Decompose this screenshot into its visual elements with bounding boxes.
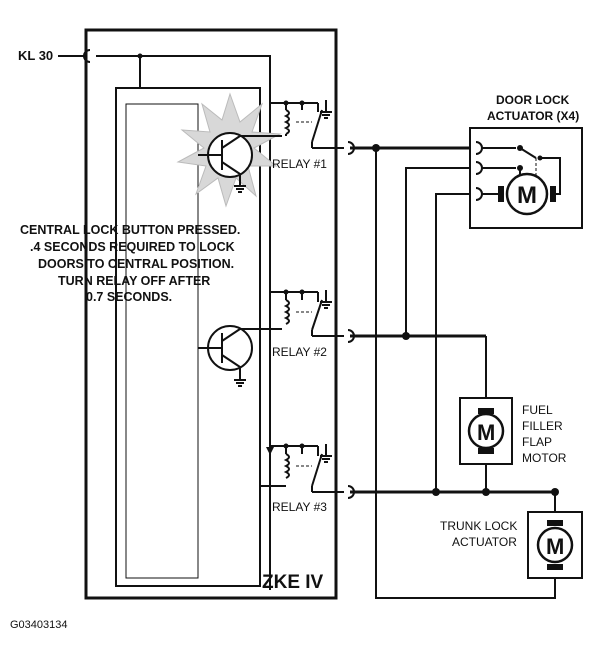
fuel-label-3: FLAP — [522, 435, 552, 449]
node-relay2 — [402, 332, 410, 340]
transistor-2 — [198, 325, 282, 387]
svg-text:M: M — [517, 182, 537, 209]
transistor-1 — [198, 132, 282, 193]
fuel-label-4: MOTOR — [522, 451, 567, 465]
note-line-1: CENTRAL LOCK BUTTON PRESSED. — [20, 223, 240, 237]
relay-2 — [270, 289, 344, 337]
door-motor-icon: M — [498, 172, 556, 216]
door-actuator-label-2: ACTUATOR (X4) — [487, 109, 579, 123]
fuel-label-1: FUEL — [522, 403, 553, 417]
zke-module-box — [84, 28, 338, 600]
note-line-3: DOORS TO CENTRAL POSITION. — [38, 257, 234, 271]
relay-1-label: RELAY #1 — [272, 157, 327, 171]
svg-text:M: M — [477, 420, 495, 445]
node-fuel-motor — [482, 488, 490, 496]
kl30-connector — [83, 49, 91, 63]
annotation-note: CENTRAL LOCK BUTTON PRESSED. .4 SECONDS … — [20, 223, 240, 304]
bus-arrow — [266, 447, 274, 455]
unlock-wire — [405, 167, 470, 336]
note-line-4: TURN RELAY OFF AFTER — [58, 274, 210, 288]
supply-node — [137, 53, 143, 59]
relay-3 — [260, 443, 344, 493]
node-relay1 — [372, 144, 380, 152]
note-line-2: .4 SECONDS REQUIRED TO LOCK — [30, 240, 235, 254]
lock-wire — [435, 193, 470, 492]
internal-supply-line — [96, 55, 271, 100]
fuel-motor-icon: M — [467, 408, 505, 454]
note-line-5: 0.7 SECONDS. — [86, 290, 172, 304]
trunk-label-2: ACTUATOR — [452, 535, 517, 549]
figure-id: G03403134 — [10, 619, 68, 631]
relay-2-label: RELAY #2 — [272, 345, 327, 359]
node-relay3 — [432, 488, 440, 496]
module-label: ZKE IV — [262, 572, 324, 593]
ground-return-wire — [375, 148, 556, 599]
trunk-label-1: TRUNK LOCK — [440, 519, 517, 533]
node-trunk — [551, 488, 559, 496]
svg-text:M: M — [546, 534, 564, 559]
controller-outer-box — [115, 87, 261, 587]
door-actuator-label-1: DOOR LOCK — [496, 93, 570, 107]
controller-inner-box — [125, 103, 199, 579]
kl30-label: KL 30 — [18, 48, 53, 63]
trunk-motor-icon: M — [536, 520, 574, 570]
door-actuator-internals — [475, 141, 561, 201]
relay-3-label: RELAY #3 — [272, 500, 327, 514]
fuel-label-2: FILLER — [522, 419, 563, 433]
relay-1 — [270, 100, 344, 149]
